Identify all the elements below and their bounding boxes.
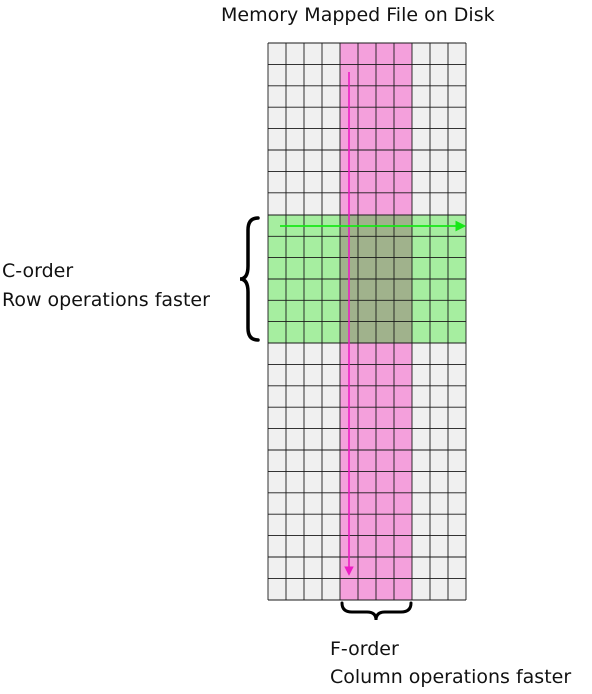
diagram-title: Memory Mapped File on Disk — [221, 4, 495, 26]
c-order-description: Row operations faster — [2, 289, 210, 311]
f-order-brace — [340, 601, 413, 621]
f-order-label: F-order — [330, 638, 399, 660]
f-order-description: Column operations faster — [330, 666, 572, 688]
c-order-label: C-order — [2, 260, 74, 282]
file-grid-lines — [267, 42, 467, 601]
c-order-brace — [239, 216, 260, 342]
